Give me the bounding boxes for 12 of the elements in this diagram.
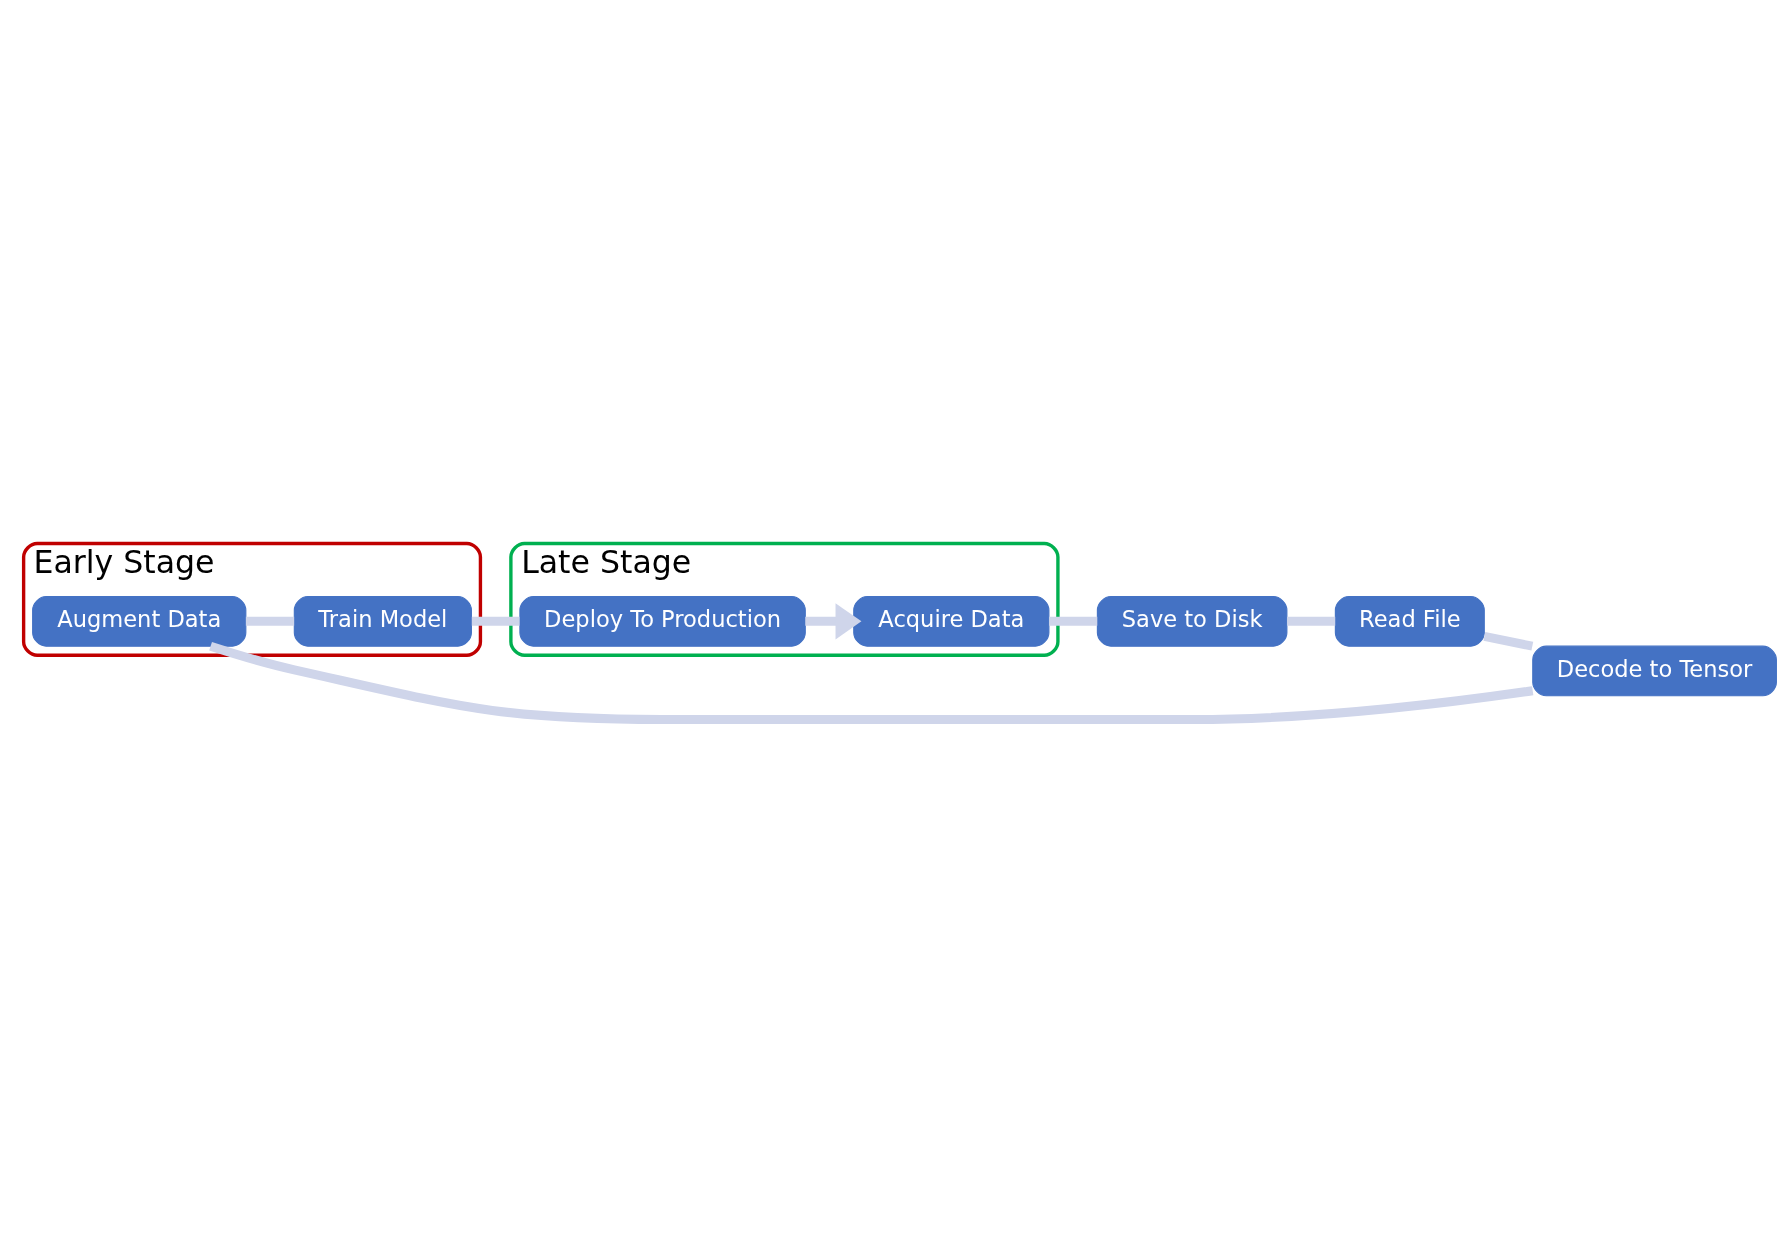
- connector: [1483, 631, 1534, 651]
- node-box: Augment Data: [32, 596, 247, 647]
- node-box: Save to Disk: [1096, 596, 1288, 647]
- node-box: Deploy To Production: [519, 596, 806, 647]
- arrow: [805, 603, 862, 640]
- connector: [245, 616, 295, 626]
- node-box: Acquire Data: [853, 596, 1050, 647]
- connector: [209, 641, 1534, 724]
- connector: [1287, 616, 1336, 626]
- node-box: Train Model: [293, 596, 472, 647]
- node-box: Decode to Tensor: [1532, 645, 1777, 697]
- node-box: Read File: [1334, 596, 1485, 647]
